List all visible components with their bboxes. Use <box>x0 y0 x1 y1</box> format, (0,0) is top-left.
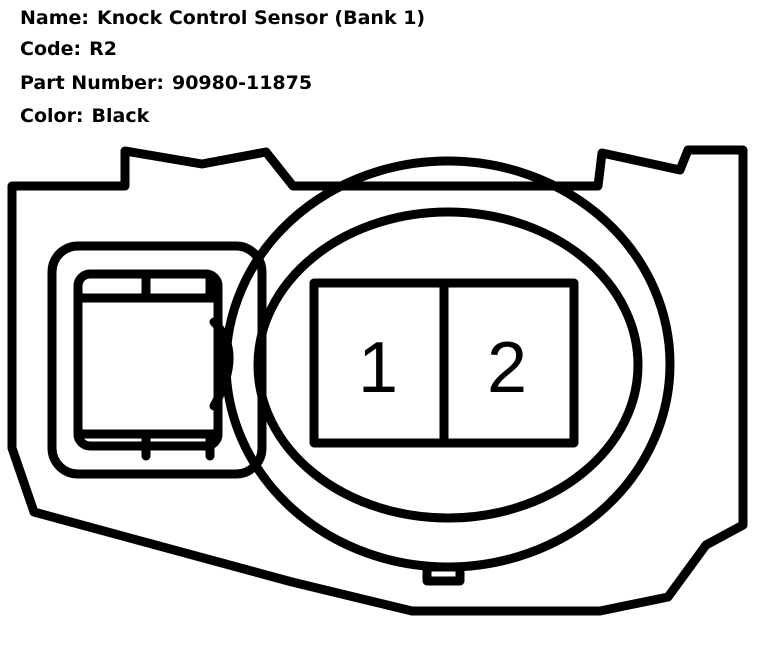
part-number-label: Part Number: <box>20 72 164 94</box>
part-number-value: 90980-11875 <box>171 72 313 94</box>
connector-code-line: Code: R2 <box>20 32 117 66</box>
name-value: Knock Control Sensor (Bank 1) <box>97 7 426 29</box>
connector-housing-outline <box>7 145 748 616</box>
color-value: Black <box>91 105 150 127</box>
color-label: Color: <box>20 105 84 127</box>
code-value: R2 <box>89 38 117 60</box>
mating-cavity-inner <box>253 207 643 523</box>
connector-name-line: Name: Knock Control Sensor (Bank 1) <box>20 1 425 35</box>
part-number-line: Part Number: 90980-11875 <box>20 66 312 100</box>
connector-color-line: Color: Black <box>20 99 149 133</box>
pin-2-label: 2 <box>487 328 527 408</box>
name-label: Name: <box>20 7 90 29</box>
pin-1-label: 1 <box>358 328 398 408</box>
code-label: Code: <box>20 38 82 60</box>
bottom-locating-tab <box>422 562 465 586</box>
